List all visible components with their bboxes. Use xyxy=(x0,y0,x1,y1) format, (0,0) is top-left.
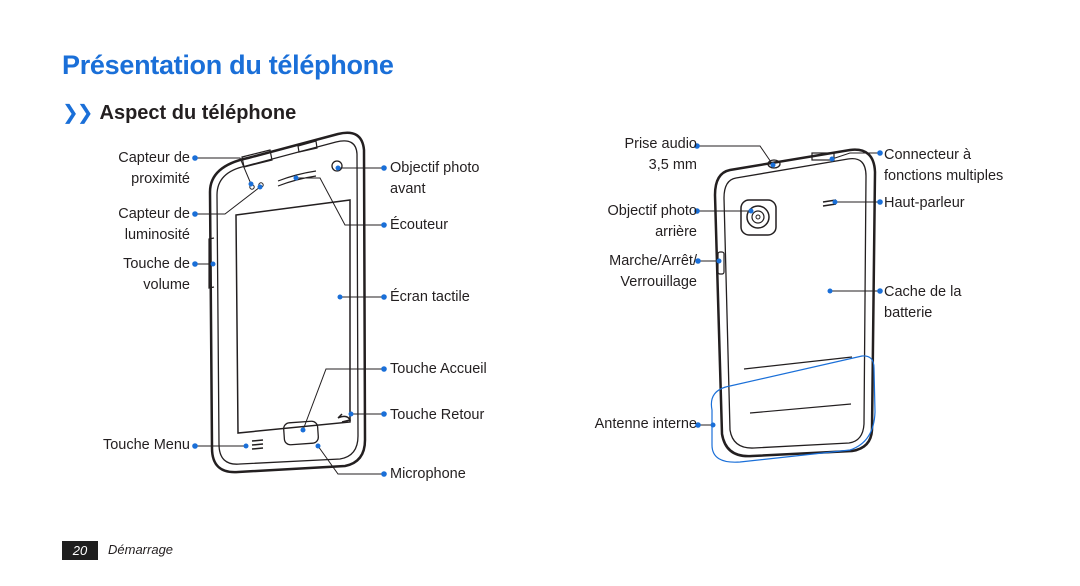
label-earpiece: Écouteur xyxy=(390,217,449,233)
section-heading-text: Aspect du téléphone xyxy=(99,102,297,124)
phone-front-body xyxy=(208,131,367,474)
label-menu-key: Touche Menu xyxy=(102,437,190,453)
label-battery-cover: Cache de la batterie xyxy=(884,284,962,321)
label-touchscreen: Écran tactile xyxy=(390,289,470,305)
section-name: Démarrage xyxy=(108,542,174,557)
phone-back-illustration xyxy=(713,148,877,458)
label-microphone: Microphone xyxy=(390,466,466,482)
section-heading: ❯❯ Aspect du téléphone xyxy=(62,100,296,125)
label-light-sensor: Capteur de luminosité xyxy=(118,206,190,243)
label-internal-antenna: Antenne interne xyxy=(594,416,697,432)
label-rear-camera: Objectif photo arrière xyxy=(607,203,697,240)
phone-front-illustration xyxy=(208,131,367,474)
page-number: 20 xyxy=(62,541,98,560)
label-multifunction-connector: Connecteur à fonctions multiples xyxy=(884,147,1004,184)
label-back-key: Touche Retour xyxy=(390,407,485,423)
label-volume-key: Touche de volume xyxy=(123,256,190,293)
label-audio-jack: Prise audio 3,5 mm xyxy=(624,136,697,173)
label-power-lock: Marche/Arrêt/ Verrouillage xyxy=(609,253,697,290)
page-title: Présentation du téléphone xyxy=(62,50,394,80)
chevron-icon: ❯❯ xyxy=(62,102,93,124)
phone-back-body xyxy=(713,148,877,458)
label-home-key: Touche Accueil xyxy=(390,361,487,377)
label-speaker: Haut-parleur xyxy=(884,195,965,211)
antenna-outline xyxy=(710,355,876,463)
label-proximity-sensor: Capteur de proximité xyxy=(118,150,190,187)
label-front-camera: Objectif photo avant xyxy=(390,160,480,197)
